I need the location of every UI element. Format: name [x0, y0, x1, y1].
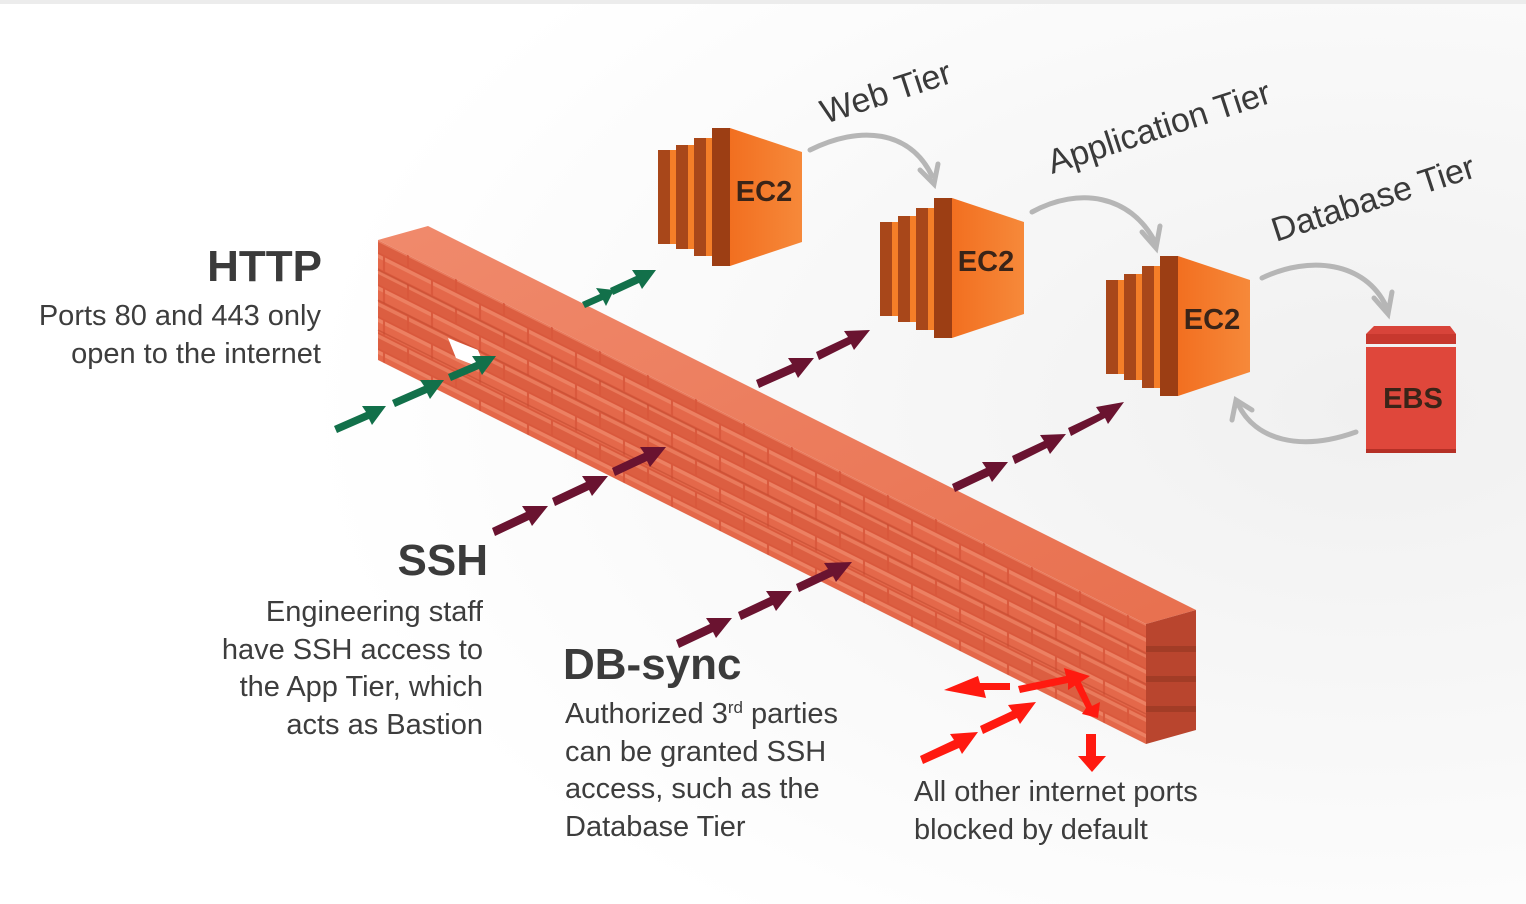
ssh-line-2: have SSH access to — [221, 633, 483, 666]
ebs-volume-icon — [1366, 326, 1456, 453]
ssh-description: Engineering staff have SSH access to the… — [160, 594, 483, 744]
dbsync-line-1-pre: Authorized 3 — [565, 698, 728, 730]
blocked-arrow-1 — [920, 732, 978, 764]
ebs-label: EBS — [1383, 383, 1443, 415]
tier-connectors — [807, 132, 1395, 445]
http-arrow-1 — [334, 406, 386, 433]
http-arrows — [334, 270, 656, 433]
http-description: Ports 80 and 443 only open to the intern… — [0, 298, 321, 373]
web-to-app-connector — [807, 132, 935, 179]
blocked-description: All other internet ports blocked by defa… — [914, 774, 1254, 849]
http-arrow-2 — [392, 380, 444, 407]
http-arrow-3 — [448, 356, 496, 381]
http-line-2: open to the internet — [71, 337, 321, 370]
ssh-arrows — [492, 330, 870, 536]
http-arrow-5 — [610, 270, 656, 295]
dbsync-line-1-sup: rd — [727, 698, 743, 717]
ssh-arrow-2 — [552, 476, 608, 506]
dbsync-description: Authorized 3rd parties can be granted SS… — [565, 696, 885, 846]
dbsync-title: DB-sync — [563, 640, 742, 689]
db-to-ebs-arrowhead — [1371, 289, 1395, 320]
dbsync-arrow-6 — [1068, 402, 1124, 436]
web-to-app-arrowhead — [917, 161, 941, 190]
dbsync-line-2: can be granted SSH — [565, 735, 827, 768]
blocked-bounce-down-arrow-1 — [1072, 676, 1100, 718]
ec2-db-label: EC2 — [1184, 304, 1240, 336]
firewall-brick-wall — [377, 226, 1196, 744]
ssh-line-1: Engineering staff — [265, 596, 483, 628]
http-title: HTTP — [207, 242, 322, 291]
ec2-app-label: EC2 — [958, 246, 1014, 278]
ssh-arrow-3 — [612, 447, 666, 476]
blocked-line-2: blocked by default — [914, 813, 1148, 846]
ssh-arrow-5 — [816, 330, 870, 360]
blocked-arrow-2 — [980, 702, 1036, 734]
ec2-web-icon — [658, 128, 802, 266]
ssh-title: SSH — [397, 536, 488, 585]
ebs-to-db-arrowhead — [1229, 395, 1255, 423]
dbsync-arrow-5 — [1012, 434, 1066, 464]
db-to-ebs-connector — [1259, 262, 1389, 309]
dbsync-line-1: Authorized 3rd parties — [565, 696, 885, 734]
dbsync-line-3: access, such as the — [565, 773, 820, 805]
dbsync-line-4: Database Tier — [565, 810, 746, 843]
ssh-arrow-4 — [756, 358, 814, 388]
wall-top — [378, 226, 1196, 624]
ssh-line-4: acts as Bastion — [286, 708, 483, 741]
ec2-db-icon — [1106, 256, 1250, 396]
dbsync-arrow-1 — [676, 618, 732, 648]
dbsync-arrow-2 — [738, 591, 792, 620]
ec2-app-icon — [880, 198, 1024, 338]
app-to-db-connector — [1029, 195, 1157, 243]
ssh-line-3: the App Tier, which — [239, 671, 483, 703]
ebs-to-db-connector — [1235, 401, 1359, 445]
blocked-bounce-right-arrow — [1018, 668, 1090, 693]
ssh-arrow-1 — [492, 506, 548, 536]
top-border — [0, 0, 1526, 4]
http-line-1: Ports 80 and 443 only — [38, 300, 321, 332]
dbsync-arrow-3 — [796, 562, 852, 592]
blocked-line-1: All other internet ports — [914, 776, 1198, 808]
blocked-bounce-down-arrow-2 — [1078, 734, 1106, 772]
app-to-db-arrowhead — [1139, 223, 1163, 254]
http-arrow-4 — [582, 288, 614, 308]
blocked-bounce-left-arrow — [944, 676, 1010, 698]
blocked-arrows — [920, 668, 1106, 772]
ec2-web-label: EC2 — [736, 176, 792, 208]
dbsync-line-1-post: parties — [742, 698, 839, 730]
dbsync-arrow-4 — [952, 462, 1008, 492]
dbsync-arrows — [676, 402, 1124, 648]
